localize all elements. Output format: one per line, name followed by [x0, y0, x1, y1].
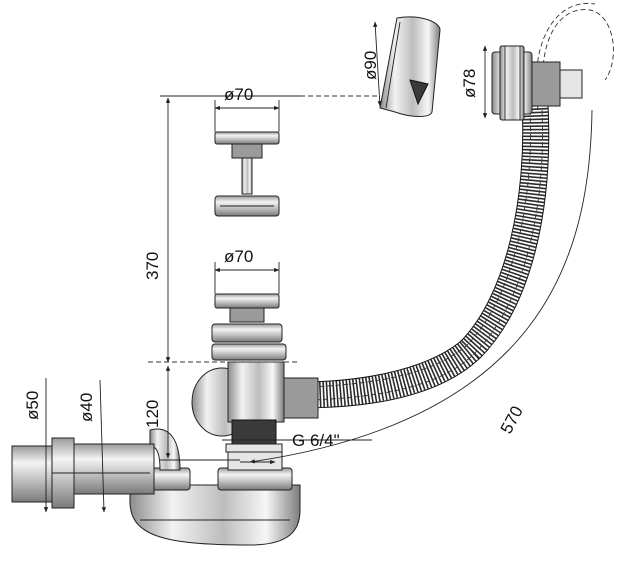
label-d70-mid: ø70: [224, 247, 253, 266]
dim-d90-line: [373, 21, 382, 107]
hose-edge-top: [299, 104, 550, 409]
outlet-pipe: [11, 437, 155, 509]
dim-570-line: [249, 109, 593, 464]
label-d70-top: ø70: [224, 85, 253, 104]
drain-body: [191, 343, 319, 453]
label-d90: ø90: [361, 51, 380, 80]
label-570: 570: [497, 403, 527, 437]
cable-guide: [542, 9, 614, 106]
plug-top: [214, 131, 280, 217]
hose-edge-bottom: [299, 104, 524, 383]
label-370: 370: [143, 252, 162, 280]
label-thread: G 6/4": [292, 431, 340, 450]
label-d78: ø78: [460, 69, 479, 98]
overflow-cover: [379, 16, 441, 117]
dim-d40-line: [99, 379, 107, 513]
label-120: 120: [143, 400, 162, 428]
label-d50: ø50: [23, 391, 42, 420]
overflow-housing: [491, 45, 583, 121]
label-d40: ø40: [77, 393, 96, 422]
flexible-hose: [299, 104, 549, 408]
hose-cable-dash-2: [259, 109, 531, 389]
hose-cable-dash: [259, 109, 543, 402]
plug-mid: [211, 293, 283, 343]
